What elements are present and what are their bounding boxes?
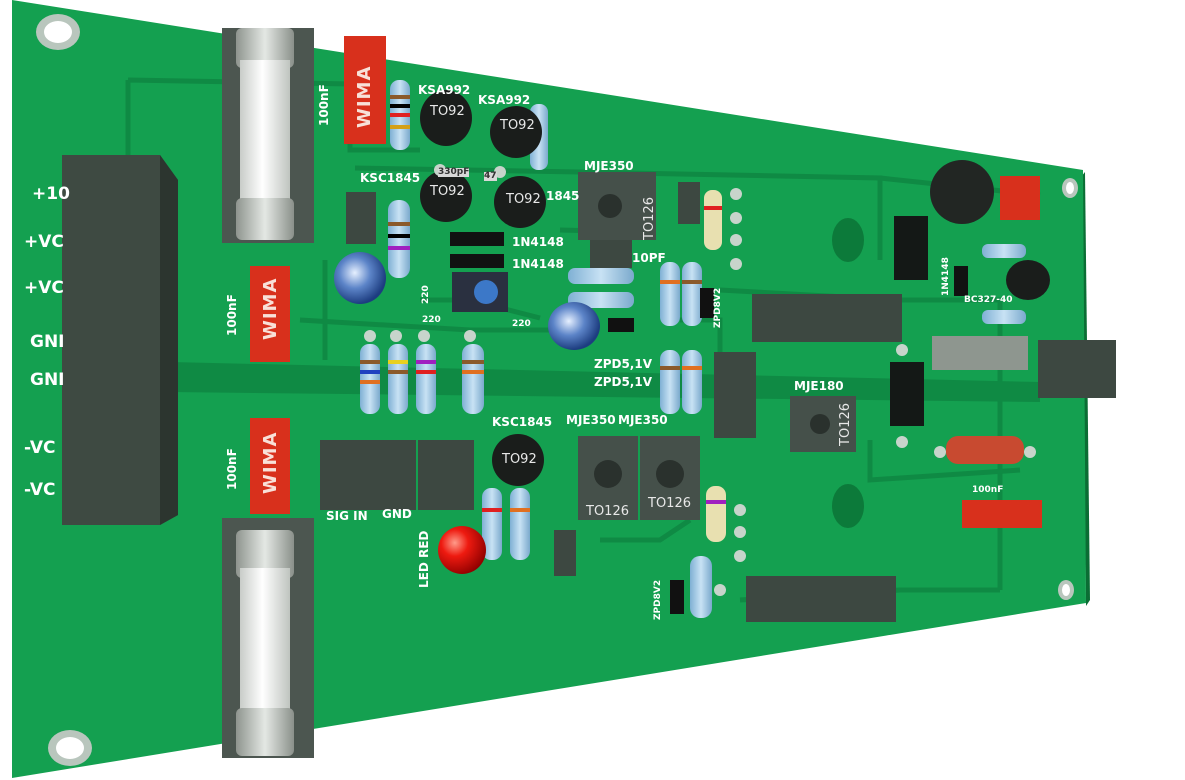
label-1n4148-c: 1N4148 — [941, 257, 951, 296]
diodes — [450, 232, 968, 614]
label-gnd-2: GNI — [30, 370, 65, 390]
label-330pf: 330pF — [438, 167, 470, 177]
label-47: 47 — [484, 171, 497, 181]
label-10pf: 10PF — [632, 251, 666, 265]
to126-label-4: TO126 — [838, 403, 853, 446]
to126-transistors — [578, 172, 856, 520]
wima-capacitors — [250, 36, 1042, 528]
to92-label-4: TO92 — [506, 192, 541, 207]
fuse-top — [222, 28, 314, 243]
label-zpd8-b: ZPD8V2 — [653, 579, 663, 620]
label-mje350-b: MJE350 — [566, 413, 616, 427]
label-100nf-bot: 100nF — [225, 448, 239, 490]
to92-transistors — [420, 90, 1050, 486]
fuse-bottom — [222, 518, 314, 758]
power-resistor — [946, 436, 1024, 464]
label-220-b: 220 — [512, 319, 531, 329]
label-sig-in: SIG IN — [326, 509, 368, 523]
label-ksc1845-c: KSC1845 — [492, 415, 553, 429]
wima-label-1: WIMA — [354, 65, 375, 128]
misc-blocks — [346, 182, 1116, 622]
to126-label-2: TO126 — [586, 504, 629, 519]
to92-label-3: TO92 — [430, 184, 465, 199]
to92-label-2: TO92 — [500, 118, 535, 133]
label-1n4148-b: 1N4148 — [512, 257, 564, 271]
to126-label-3: TO126 — [648, 496, 691, 511]
label-100nf-mid: 100nF — [225, 294, 239, 336]
label-minus-vc-1: -VC — [24, 438, 56, 458]
label-plus10: +10 — [32, 184, 70, 204]
label-bc327: BC327-40 — [964, 295, 1013, 305]
label-gnd-1: GNI — [30, 332, 65, 352]
to92-label-5: TO92 — [502, 452, 537, 467]
label-zpd-a: ZPD5,1V — [594, 357, 653, 371]
resistor-bands — [360, 95, 726, 512]
label-gnd: GND — [382, 507, 412, 521]
led-red — [438, 526, 486, 574]
solder-pads — [364, 164, 1036, 596]
label-220-a: 220 — [422, 315, 441, 325]
label-mje350-a: MJE350 — [584, 159, 634, 173]
label-zpd-b: ZPD5,1V — [594, 375, 653, 389]
label-plus-vc-2: +VC — [24, 278, 64, 298]
label-mje350-c: MJE350 — [618, 413, 668, 427]
label-220-c: 220 — [421, 285, 431, 304]
label-zpd8-a: ZPD8V2 — [713, 287, 723, 328]
label-ksc1845-a: KSC1845 — [360, 171, 421, 185]
to126-label-1: TO126 — [642, 197, 657, 240]
label-plus-vc-1: +VC — [24, 232, 64, 252]
label-ksc1845-b: 1845 — [546, 189, 580, 203]
wima-label-2: WIMA — [260, 277, 281, 340]
label-100nf-right: 100nF — [972, 485, 1004, 495]
to92-label-1: TO92 — [430, 104, 465, 119]
mounting-holes — [36, 14, 1078, 766]
sig-in-header — [320, 440, 474, 510]
label-minus-vc-2: -VC — [24, 480, 56, 500]
wima-label-3: WIMA — [260, 431, 281, 494]
label-led-red: LED RED — [417, 530, 431, 588]
electrolytic-caps — [334, 160, 994, 426]
label-ksa992-b: KSA992 — [478, 93, 531, 107]
label-ksa992-a: KSA992 — [418, 83, 471, 97]
label-mje180: MJE180 — [794, 379, 844, 393]
label-100nf-top: 100nF — [317, 84, 331, 126]
ground-bus — [170, 362, 1040, 402]
power-terminal-block — [62, 155, 178, 525]
label-1n4148-a: 1N4148 — [512, 235, 564, 249]
